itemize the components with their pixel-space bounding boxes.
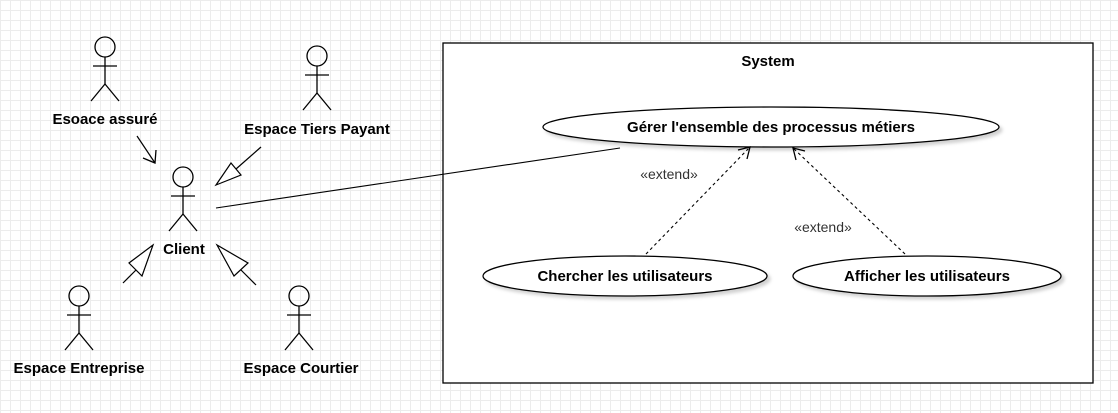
stick-figure-icon xyxy=(64,285,94,351)
use-case-afficher[interactable]: Afficher les utilisateurs xyxy=(792,255,1062,297)
actor-entreprise[interactable]: Espace Entreprise xyxy=(14,285,145,377)
actor-courtier-label: Espace Courtier xyxy=(243,360,358,377)
stick-figure-icon xyxy=(168,166,198,232)
generalization-entreprise[interactable] xyxy=(122,243,155,284)
actor-entreprise-label: Espace Entreprise xyxy=(14,360,145,377)
stick-figure-icon xyxy=(90,36,120,102)
use-case-gerer[interactable]: Gérer l'ensemble des processus métiers xyxy=(542,106,1000,148)
generalization-courtier[interactable] xyxy=(215,243,257,286)
actor-esoace-assure-label: Esoace assuré xyxy=(52,111,157,128)
actor-tiers-payant-label: Espace Tiers Payant xyxy=(244,121,390,138)
extend-label-right: «extend» xyxy=(794,219,852,235)
actor-client-label: Client xyxy=(163,241,205,258)
generalization-tiers-payant[interactable] xyxy=(214,146,262,187)
association-line[interactable] xyxy=(215,147,621,209)
actor-client[interactable]: Client xyxy=(163,166,205,258)
stick-figure-icon xyxy=(284,285,314,351)
use-case-gerer-label: Gérer l'ensemble des processus métiers xyxy=(627,119,915,136)
extend-arrow-chercher[interactable] xyxy=(645,146,751,255)
use-case-chercher-label: Chercher les utilisateurs xyxy=(537,268,712,285)
system-boundary[interactable]: System xyxy=(442,42,1094,384)
use-case-chercher[interactable]: Chercher les utilisateurs xyxy=(482,255,768,297)
use-case-afficher-label: Afficher les utilisateurs xyxy=(844,268,1010,285)
actor-courtier[interactable]: Espace Courtier xyxy=(243,285,359,377)
extend-arrow-afficher[interactable] xyxy=(792,147,906,255)
extend-label-left: «extend» xyxy=(640,166,698,182)
actor-esoace-assure[interactable]: Esoace assuré xyxy=(52,36,158,128)
actor-tiers-payant[interactable]: Espace Tiers Payant xyxy=(244,45,390,138)
stick-figure-icon xyxy=(302,45,332,111)
arrow-esoace-to-client[interactable] xyxy=(136,135,157,164)
system-title: System xyxy=(741,53,794,70)
